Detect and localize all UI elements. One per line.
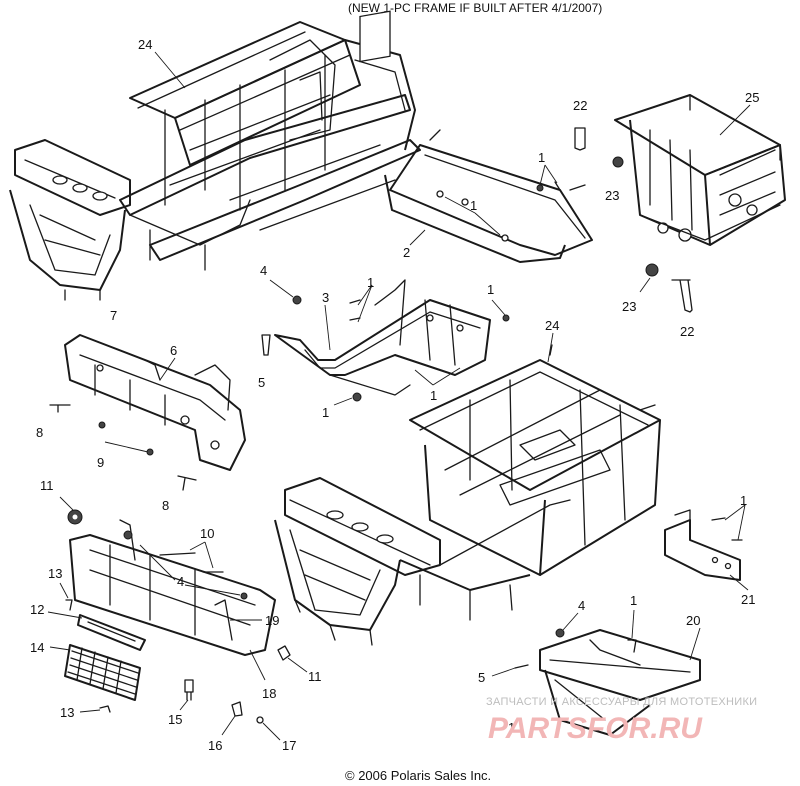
callout-1-steer-top: 1	[367, 275, 374, 290]
callout-20: 20	[686, 613, 700, 628]
callout-18: 18	[262, 686, 276, 701]
bolt-15	[184, 679, 194, 701]
callout-15: 15	[168, 712, 182, 727]
callout-21: 21	[741, 592, 755, 607]
callout-1-steer-low: 1	[430, 388, 437, 403]
upper-main-frame	[9, 10, 421, 301]
nut-23-lower	[645, 263, 659, 277]
build-date-note: (NEW 1-PC FRAME IF BUILT AFTER 4/1/2007)	[348, 1, 602, 15]
callout-10: 10	[200, 526, 214, 541]
callout-7: 7	[110, 308, 117, 323]
clip-11-right	[277, 645, 291, 661]
front-bumper-assembly	[69, 519, 276, 656]
callout-24-upper: 24	[138, 37, 152, 52]
copyright-text: © 2006 Polaris Sales Inc.	[345, 768, 491, 783]
clip-16	[231, 701, 243, 717]
callout-14: 14	[30, 640, 44, 655]
callout-19: 19	[265, 613, 279, 628]
callout-2: 2	[403, 245, 410, 260]
nut-11-top	[67, 509, 83, 525]
steering-support-assembly	[274, 279, 491, 396]
callout-16: 16	[208, 738, 222, 753]
callout-1-bed-top: 1	[538, 150, 545, 165]
bed-support-bracket	[384, 129, 593, 263]
callout-25: 25	[745, 90, 759, 105]
bolt-22-lower	[671, 279, 693, 313]
callout-9: 9	[97, 455, 104, 470]
callout-1-bracket21: 1	[740, 493, 747, 508]
rear-step-bar-20	[539, 629, 701, 736]
callout-4-lower: 4	[578, 598, 585, 613]
callout-22-lower: 22	[680, 324, 694, 339]
callout-8-mid: 8	[162, 498, 169, 513]
callout-4-bumper: 4	[177, 574, 184, 589]
callout-1-step: 1	[630, 593, 637, 608]
mount-bracket-21	[664, 509, 741, 581]
callout-13-top: 13	[48, 566, 62, 581]
callout-11-top: 11	[40, 478, 54, 493]
callout-1-steer-left: 1	[322, 405, 329, 420]
callout-1-step-low: 1	[508, 720, 515, 735]
callout-8-left: 8	[36, 425, 43, 440]
partsfor-watermark: ЗАПЧАСТИ И АКСЕССУАРЫ ДЛЯ МОТОТЕХНИКИ PA…	[486, 696, 757, 745]
callout-13-bottom: 13	[60, 705, 74, 720]
callout-1-bed: 1	[470, 198, 477, 213]
callout-24-lower: 24	[545, 318, 559, 333]
trim-strip-12	[77, 614, 146, 651]
callout-5-upper: 5	[258, 375, 265, 390]
bolt-22-upper	[574, 127, 586, 151]
callout-5-lower: 5	[478, 670, 485, 685]
callout-3: 3	[322, 290, 329, 305]
nut-23-upper	[612, 156, 624, 168]
grille-14	[64, 644, 141, 701]
callout-6: 6	[170, 343, 177, 358]
watermark-tagline: ЗАПЧАСТИ И АКСЕССУАРЫ ДЛЯ МОТОТЕХНИКИ	[486, 696, 757, 708]
callout-1-steer-right: 1	[487, 282, 494, 297]
callout-23-lower: 23	[622, 299, 636, 314]
callout-4-upper: 4	[260, 263, 267, 278]
front-bracket-6	[64, 334, 246, 471]
callout-17: 17	[282, 738, 296, 753]
lower-main-frame	[274, 344, 661, 646]
callout-23-upper: 23	[605, 188, 619, 203]
callout-22-upper: 22	[573, 98, 587, 113]
rear-cargo-frame	[614, 94, 786, 246]
watermark-logo: PARTSFOR.RU	[488, 712, 703, 745]
callout-12: 12	[30, 602, 44, 617]
callout-11-right: 11	[308, 669, 322, 684]
